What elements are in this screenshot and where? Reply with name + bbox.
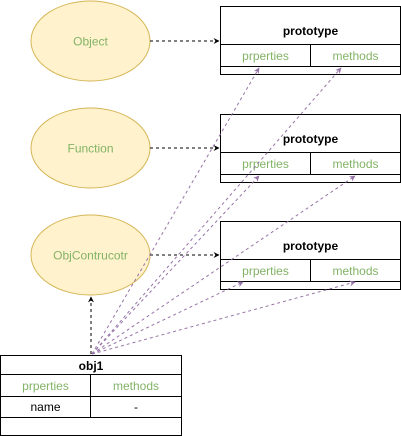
obj1-to-function-methods-arrow [91,175,356,355]
prototype-title: prototype [283,132,339,146]
obj1-to-objcontructor-methods-arrow [91,280,356,355]
prototype-properties-label: prperties [242,49,289,63]
obj1-row-name: name [30,400,60,414]
obj1-table[interactable]: obj1 prperties methods name - [0,355,182,436]
objcontructor-node[interactable]: ObjContrucotr [30,214,151,296]
prototype-title: prototype [283,239,339,253]
obj1-methods-label: methods [113,379,159,393]
prototype-methods-label: methods [332,264,378,278]
function-label: Function [67,142,113,156]
object-node[interactable]: Object [30,0,151,82]
object-prototype-box[interactable]: prototype prperties methods [220,6,401,75]
function-node[interactable]: Function [30,107,151,189]
prototype-title: prototype [283,24,339,38]
obj1-to-object-properties-arrow [91,67,260,355]
prototype-properties-label: prperties [242,157,289,171]
objcontructor-label: ObjContrucotr [53,249,128,263]
purple-arrows [91,67,356,355]
prototype-properties-label: prperties [242,264,289,278]
objcontructor-prototype-box[interactable]: prototype prperties methods [220,221,401,290]
obj1-to-objcontructor-properties-arrow [91,281,244,355]
prototype-methods-label: methods [332,157,378,171]
prototype-methods-label: methods [332,49,378,63]
obj1-to-function-properties-arrow [91,175,260,355]
function-prototype-box[interactable]: prototype prperties methods [220,114,401,183]
obj1-properties-label: prperties [22,379,69,393]
obj1-row-value: - [134,400,138,414]
obj1-title: obj1 [79,359,104,373]
obj1-to-object-methods-arrow [91,67,342,355]
object-label: Object [73,35,108,49]
